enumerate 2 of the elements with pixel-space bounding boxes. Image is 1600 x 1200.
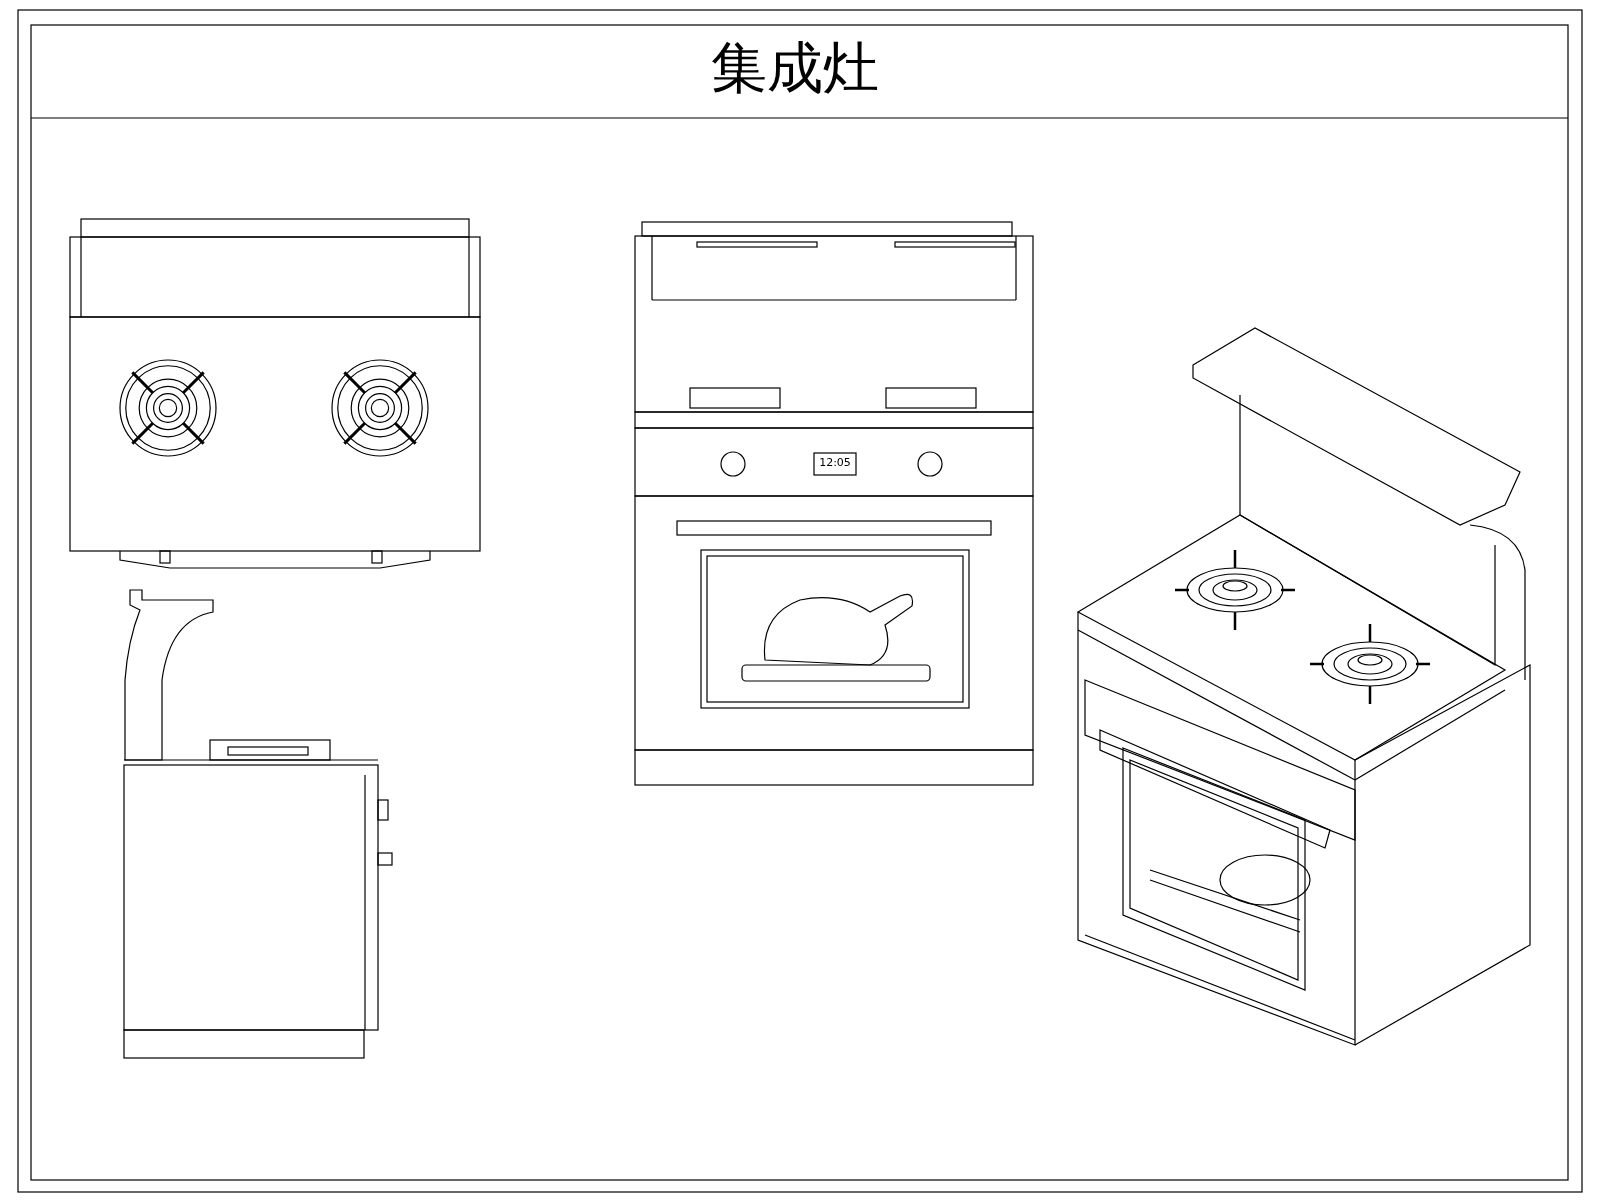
clock-display-text: 12:05 [818,457,852,468]
title: 集成灶 [710,40,880,96]
